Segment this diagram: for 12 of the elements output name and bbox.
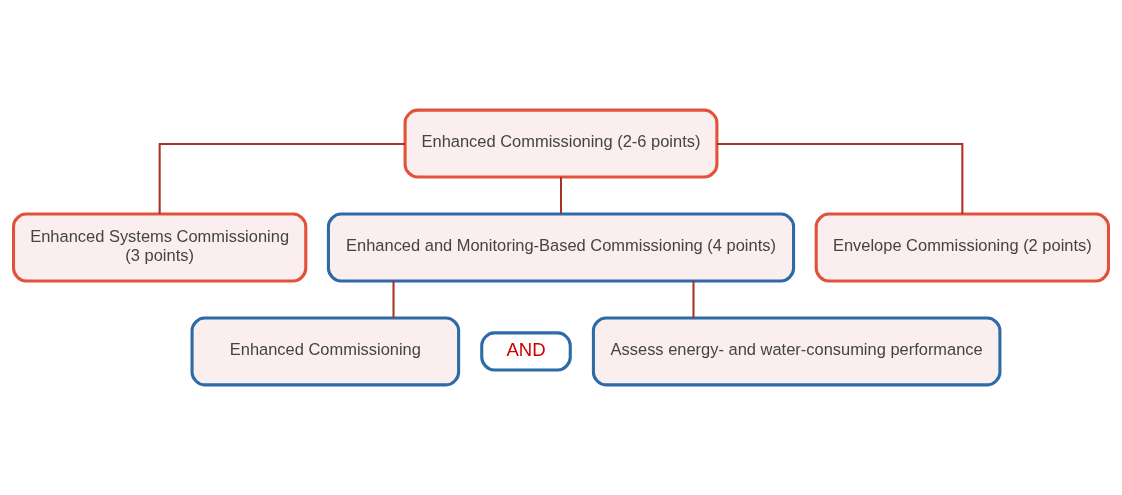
- connector: [692, 280, 695, 318]
- connector: [158, 143, 405, 214]
- node-box: Assess energy- and water-consuming performance: [591, 316, 1002, 387]
- node-box: Enhanced Commissioning (2-6 points): [403, 108, 719, 179]
- connector: [392, 280, 395, 318]
- node-box: Envelope Commissioning (2 points): [814, 212, 1111, 283]
- node-box: AND: [480, 331, 572, 372]
- node-box: Enhanced and Monitoring-Based Commissioning (4 points): [326, 212, 796, 283]
- node-box: Enhanced Commissioning: [190, 316, 461, 387]
- node-box: Enhanced Systems Commissioning (3 points): [11, 212, 308, 283]
- connector: [717, 143, 964, 214]
- connector: [559, 177, 563, 214]
